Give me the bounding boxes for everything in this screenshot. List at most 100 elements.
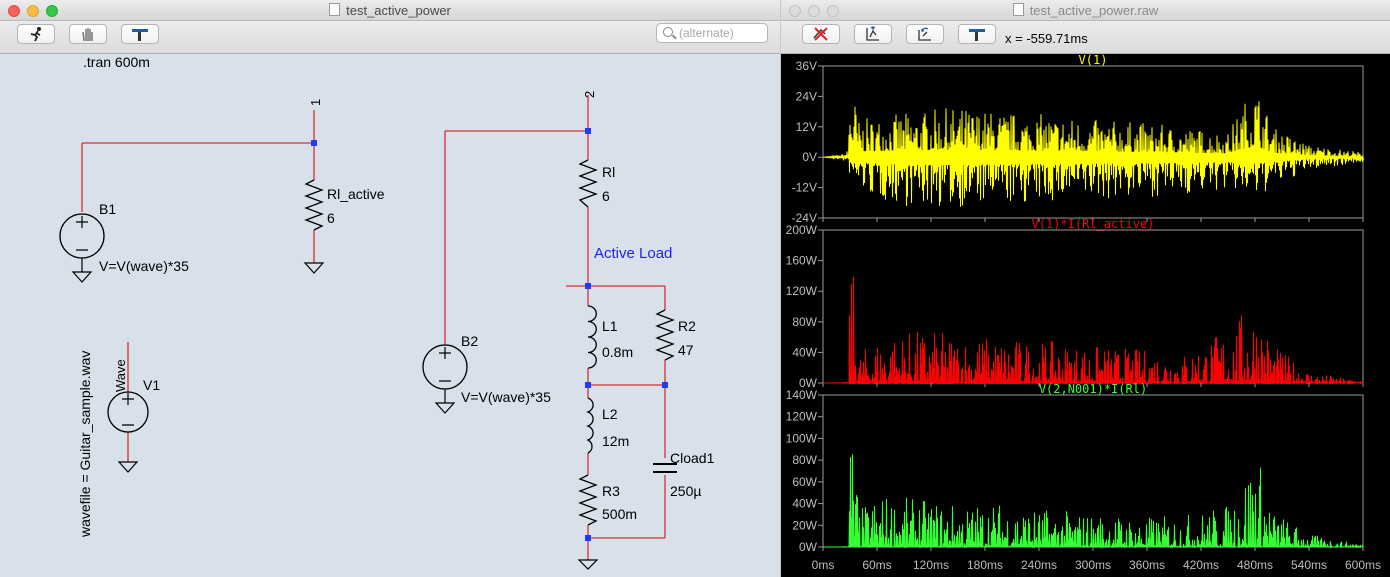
y-tick-label: -12V xyxy=(792,181,817,195)
zoom-back-icon xyxy=(918,27,931,41)
halt-button[interactable] xyxy=(69,24,107,44)
y-tick-label: 0W xyxy=(799,376,818,390)
y-tick-label: 40W xyxy=(792,345,817,359)
search-placeholder: (alternate) xyxy=(679,26,734,40)
close-window-button[interactable] xyxy=(8,5,20,17)
x-tick-label: 480ms xyxy=(1237,558,1273,572)
y-tick-label: 160W xyxy=(786,254,818,268)
ground-symbol xyxy=(434,389,456,414)
cursor-readout: x = -559.71ms xyxy=(1005,31,1088,46)
zoom-back-button[interactable] xyxy=(906,24,944,44)
y-tick-label: 36V xyxy=(796,59,817,73)
active-load-comment[interactable]: Active Load xyxy=(594,245,672,262)
minimize-window-button[interactable] xyxy=(808,5,820,17)
run-icon xyxy=(30,27,41,42)
trace-1 xyxy=(823,101,1364,207)
y-tick-label: 0V xyxy=(802,150,817,164)
probe-hammer-icon xyxy=(132,29,148,41)
waveform-plot-area[interactable]: 36V 24V 12V 0V -12V -24V V(1) 200W 160W 120W 80W 40… xyxy=(781,54,1390,577)
x-tick-label: 180ms xyxy=(967,558,1003,572)
probe-hammer-icon xyxy=(969,29,985,41)
net-label-2[interactable]: 2 xyxy=(582,91,597,98)
x-tick-label: 120ms xyxy=(913,558,949,572)
b1-source[interactable]: B1 V=V(wave)*35 xyxy=(59,201,189,283)
x-tick-label: 540ms xyxy=(1291,558,1327,572)
y-tick-label: 100W xyxy=(786,431,818,445)
ground-symbol xyxy=(117,461,139,473)
trace-title: V(1) xyxy=(1079,54,1108,67)
pane-3: 140W 120W 100W 80W 60W 40W 20W 0W 0ms 60ms 120ms 18… xyxy=(786,382,1381,572)
b1-value: V=V(wave)*35 xyxy=(99,258,189,274)
l1-inductor[interactable]: L1 0.8m xyxy=(587,305,633,369)
y-tick-label: 80W xyxy=(792,315,817,329)
net-label-1[interactable]: 1 xyxy=(308,99,323,106)
v1-source[interactable]: V1 Wave wavefile = Guitar_sample.wav xyxy=(77,351,160,538)
rl-resistor[interactable]: Rl 6 xyxy=(578,159,615,208)
y-tick-label: 40W xyxy=(792,497,817,511)
y-tick-label: 60W xyxy=(792,475,817,489)
l2-inductor[interactable]: L2 12m xyxy=(586,397,629,454)
y-tick-label: 140W xyxy=(786,388,818,402)
x-tick-label: 0ms xyxy=(812,558,835,572)
trace-title: V(1)*I(Rl_active) xyxy=(1032,217,1155,231)
y-tick-label: 80W xyxy=(792,453,817,467)
probe-button[interactable] xyxy=(121,24,159,44)
waveform-title: test_active_power.raw xyxy=(1029,3,1159,18)
b2-value: V=V(wave)*35 xyxy=(461,389,551,405)
r2-resistor[interactable]: R2 47 xyxy=(655,309,696,361)
r2-value: 47 xyxy=(678,342,694,358)
y-tick-label: 120W xyxy=(786,410,818,424)
schematic-window: test_active_power (alternate) .tran 600m xyxy=(0,0,780,577)
v1-name: V1 xyxy=(143,377,160,393)
waveform-title-bar: test_active_power.raw xyxy=(781,0,1390,21)
x-tick-label: 300ms xyxy=(1075,558,1111,572)
wave-net-label: Wave xyxy=(113,359,128,392)
schematic-title-bar: test_active_power xyxy=(0,0,780,21)
cload1-capacitor[interactable]: Cload1 250µ xyxy=(653,450,715,499)
schematic-canvas[interactable]: .tran 600m 1 2 B1 V=V(wave)*35 xyxy=(0,54,780,577)
close-window-button[interactable] xyxy=(789,5,801,17)
waveform-window: test_active_power.raw x = -559.71ms 36V 2… xyxy=(781,0,1390,577)
document-icon xyxy=(329,3,341,16)
ground-symbol xyxy=(71,258,93,283)
delete-trace-button[interactable] xyxy=(802,24,840,44)
b2-name: B2 xyxy=(461,333,478,349)
rl-active-resistor[interactable]: Rl_active 6 xyxy=(303,179,385,274)
probe-button[interactable] xyxy=(958,24,996,44)
raw-file-icon xyxy=(1012,3,1024,16)
minimize-window-button[interactable] xyxy=(27,5,39,17)
schematic-title: test_active_power xyxy=(346,3,451,18)
rl-active-name: Rl_active xyxy=(327,186,385,202)
autorange-button[interactable] xyxy=(854,24,892,44)
zoom-window-button[interactable] xyxy=(827,5,839,17)
y-tick-label: 0W xyxy=(799,540,818,554)
pane-1: 36V 24V 12V 0V -12V -24V V(1) xyxy=(792,54,1364,225)
l1-name: L1 xyxy=(602,318,618,334)
v1-wavefile: wavefile = Guitar_sample.wav xyxy=(77,351,93,538)
delete-trace-icon xyxy=(813,27,828,41)
y-tick-label: 24V xyxy=(796,89,817,103)
tran-directive[interactable]: .tran 600m xyxy=(83,54,150,70)
y-tick-label: 200W xyxy=(786,223,818,237)
search-input[interactable]: (alternate) xyxy=(656,23,768,43)
y-tick-label: 20W xyxy=(792,518,817,532)
l2-value: 12m xyxy=(602,433,629,449)
search-icon xyxy=(663,27,673,37)
waveform-toolbar: x = -559.71ms xyxy=(781,21,1390,54)
trace-2 xyxy=(823,276,1364,385)
y-tick-label: -24V xyxy=(792,211,817,225)
schematic-toolbar: (alternate) xyxy=(0,21,780,54)
r2-name: R2 xyxy=(678,318,696,334)
r3-resistor[interactable]: R3 500m xyxy=(578,474,637,526)
y-tick-label: 12V xyxy=(796,120,817,134)
rl-value: 6 xyxy=(602,188,610,204)
zoom-window-button[interactable] xyxy=(46,5,58,17)
run-button[interactable] xyxy=(17,24,55,44)
cload1-name: Cload1 xyxy=(670,450,715,466)
l1-value: 0.8m xyxy=(602,344,633,360)
b1-name: B1 xyxy=(99,201,116,217)
trace-title: V(2,N001)*I(Rl) xyxy=(1039,382,1147,396)
x-tick-label: 60ms xyxy=(862,558,891,572)
b2-source[interactable]: B2 V=V(wave)*35 xyxy=(422,333,551,414)
